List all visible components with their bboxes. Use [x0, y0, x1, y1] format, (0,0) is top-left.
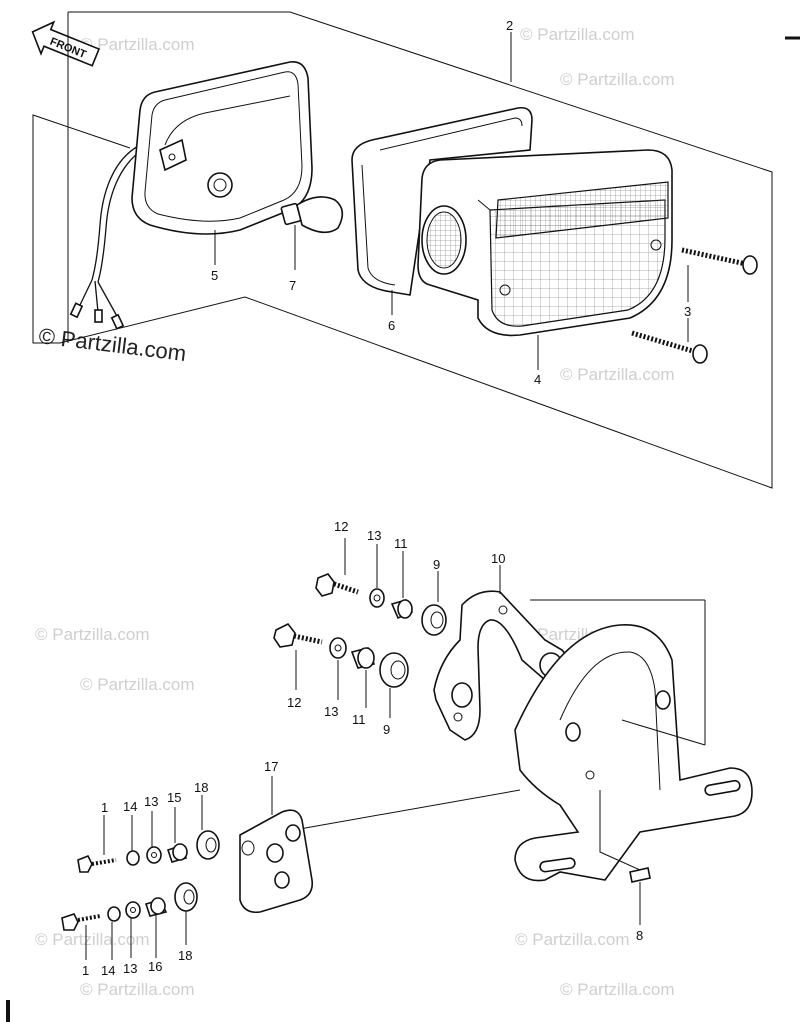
reflector-plate — [239, 809, 314, 914]
callout-18: 18 — [178, 948, 192, 963]
callout-1: 1 — [82, 963, 89, 978]
watermark: © Partzilla.com — [80, 35, 195, 54]
watermark: © Partzilla.com — [515, 930, 630, 949]
watermark: © Partzilla.com — [560, 980, 675, 999]
assembly-box — [32, 11, 773, 489]
taillight-lens — [417, 149, 673, 337]
callout-13: 13 — [324, 704, 338, 719]
watermark: © Partzilla.com — [35, 930, 150, 949]
callout-12: 12 — [334, 519, 348, 534]
callout-9: 9 — [433, 557, 440, 572]
watermark: © Partzilla.com — [80, 980, 195, 999]
callout-12: 12 — [287, 695, 301, 710]
lens-gasket — [351, 106, 533, 296]
callout-7: 7 — [289, 278, 296, 293]
callout-labels: 2 5 7 6 4 3 12 13 11 9 10 12 13 11 9 17 … — [82, 18, 691, 978]
callout-6: 6 — [388, 318, 395, 333]
plate-hardware — [61, 830, 220, 931]
leader-lines-top — [214, 32, 689, 370]
callout-2: 2 — [506, 18, 513, 33]
leader-lines-lower — [85, 538, 706, 960]
callout-11: 11 — [352, 712, 366, 727]
wiring-harness — [69, 144, 146, 330]
license-bracket — [514, 624, 753, 883]
callout-13: 13 — [367, 528, 381, 543]
watermark: © Partzilla.com — [560, 365, 675, 384]
callout-14: 14 — [101, 963, 115, 978]
watermark: © Partzilla.com — [80, 675, 195, 694]
callout-3: 3 — [684, 304, 691, 319]
watermark: © Partzilla.com — [560, 70, 675, 89]
watermark-layer: © Partzilla.com © Partzilla.com © Partzi… — [35, 25, 675, 999]
watermark: © Partzilla.com — [520, 25, 635, 44]
callout-17: 17 — [264, 759, 278, 774]
callout-13: 13 — [144, 794, 158, 809]
bulb — [280, 196, 344, 234]
callout-16: 16 — [148, 959, 162, 974]
lens-screws — [631, 247, 758, 364]
callout-8: 8 — [636, 928, 643, 943]
callout-13: 13 — [123, 961, 137, 976]
callout-9: 9 — [383, 722, 390, 737]
callout-15: 15 — [167, 790, 181, 805]
callout-10: 10 — [491, 551, 505, 566]
callout-18: 18 — [194, 780, 208, 795]
callout-4: 4 — [534, 372, 541, 387]
watermark: © Partzilla.com — [35, 625, 150, 644]
callout-14: 14 — [123, 799, 137, 814]
callout-5: 5 — [211, 268, 218, 283]
bracket-hardware-upper — [273, 573, 447, 688]
callout-1: 1 — [101, 800, 108, 815]
callout-11: 11 — [394, 536, 408, 551]
taillight-housing — [131, 61, 313, 235]
